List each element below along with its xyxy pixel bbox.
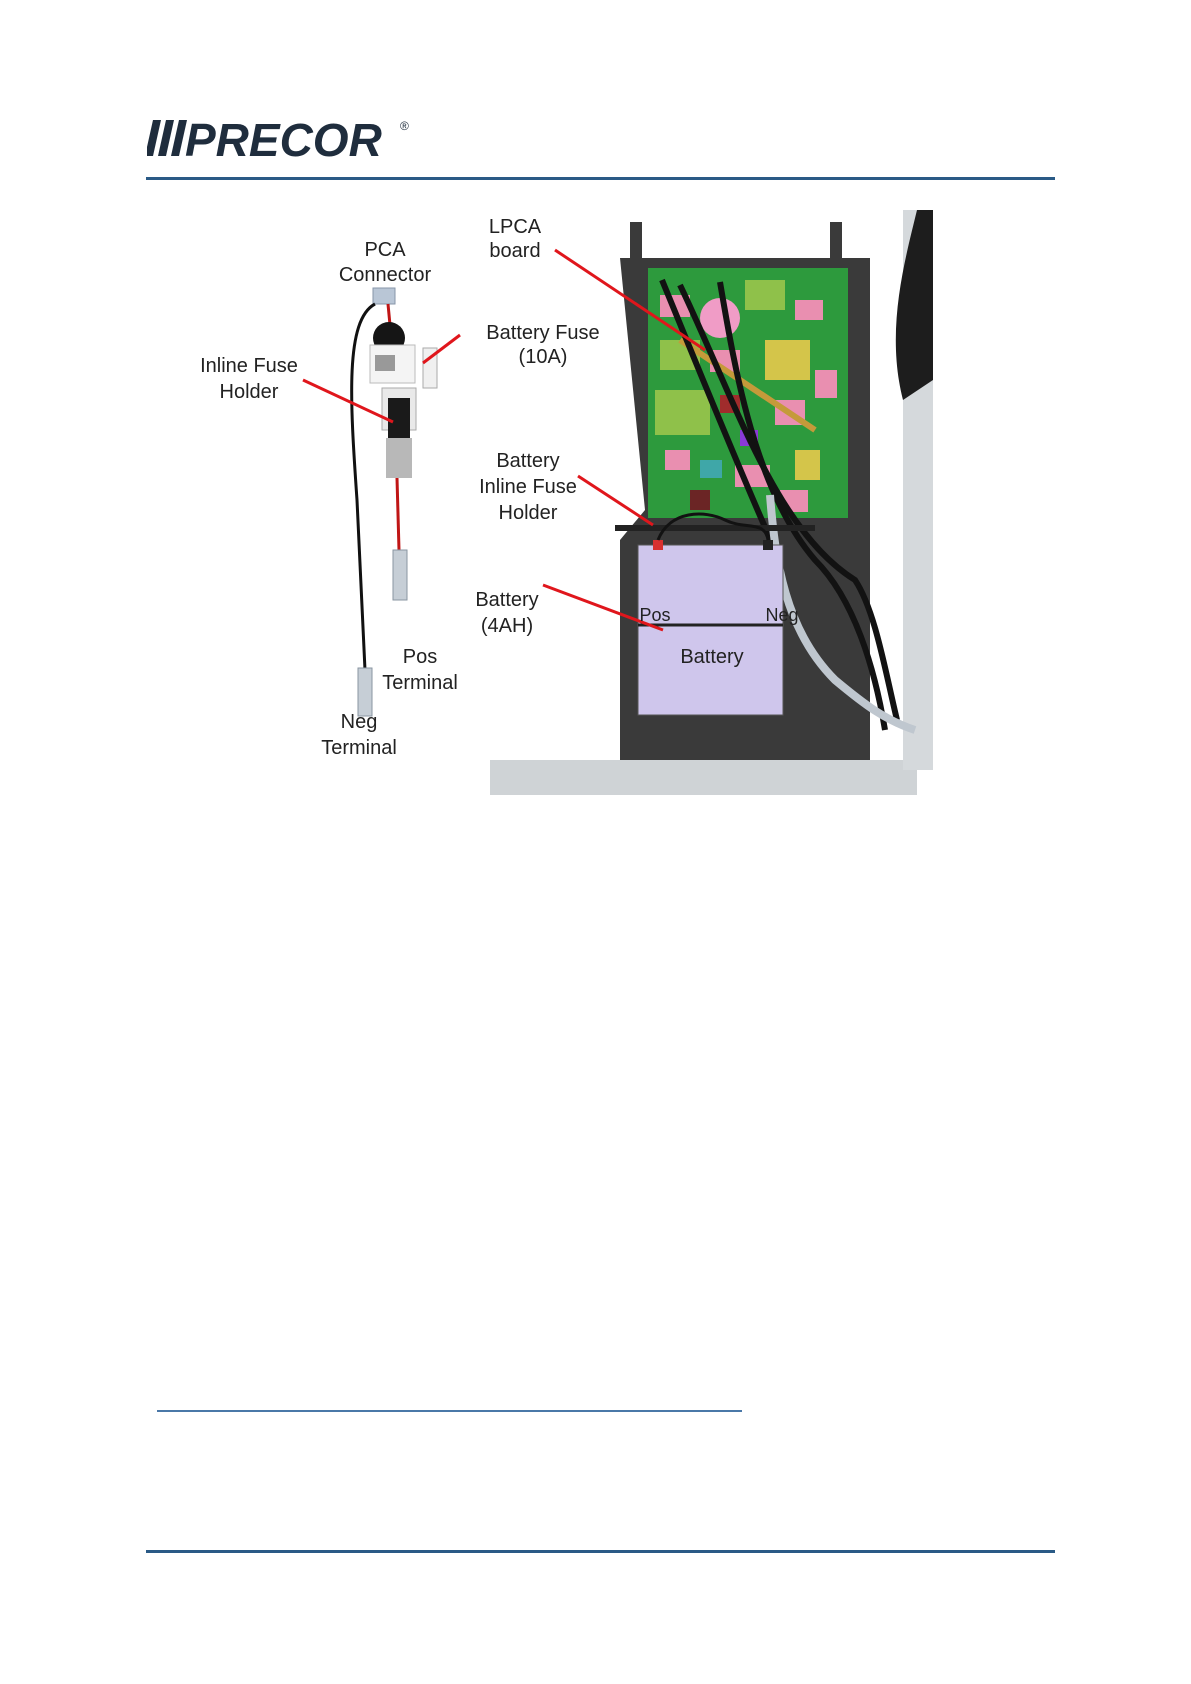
label-battery-4ah-2: (4AH): [481, 615, 533, 637]
label-neg-terminal-2: Terminal: [321, 737, 397, 759]
label-battery-fuse-1: Battery Fuse: [486, 322, 599, 344]
label-neg-terminal-1: Neg: [341, 711, 378, 733]
label-pos: Pos: [639, 605, 670, 625]
label-pca-connector-1: PCA: [364, 239, 406, 261]
footnote-rule: [157, 1410, 742, 1412]
label-lpca-board-2: board: [489, 240, 540, 262]
label-pos-terminal-2: Terminal: [382, 672, 458, 694]
precor-logo: PRECOR ®: [147, 112, 417, 164]
battery-fuse-figure: PCA Connector Battery Fuse (10A) Inline …: [175, 200, 935, 795]
label-battery-4ah-1: Battery: [475, 589, 538, 611]
label-neg: Neg: [765, 605, 798, 625]
label-battery-inline-fuse-holder-2: Inline Fuse: [479, 476, 577, 498]
label-battery: Battery: [680, 646, 743, 668]
label-lpca-board-1: LPCA: [489, 216, 542, 238]
footer-rule: [146, 1550, 1055, 1553]
label-battery-inline-fuse-holder-3: Holder: [499, 502, 558, 524]
label-battery-inline-fuse-holder-1: Battery: [496, 450, 559, 472]
label-inline-fuse-holder-2: Holder: [220, 381, 279, 403]
logo-text: PRECOR: [185, 114, 382, 164]
label-pca-connector-2: Connector: [339, 264, 432, 286]
registered-mark: ®: [400, 119, 409, 133]
label-pos-terminal-1: Pos: [403, 646, 437, 668]
header-rule: [146, 177, 1055, 180]
label-inline-fuse-holder-1: Inline Fuse: [200, 355, 298, 377]
label-battery-fuse-2: (10A): [519, 346, 568, 368]
